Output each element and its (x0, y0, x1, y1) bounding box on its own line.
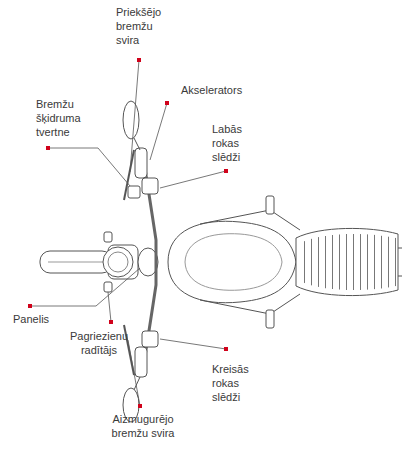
footpeg (266, 196, 274, 214)
leader-line (160, 171, 226, 188)
callout-dot (46, 146, 50, 150)
callout-dot (165, 101, 169, 105)
part-label: Bremžu šķidruma tvertne (36, 97, 100, 139)
front-fender (40, 251, 112, 273)
turn-indicator (104, 282, 112, 292)
part-label: Akselerators (181, 83, 242, 97)
leader-line (150, 103, 167, 160)
callout-dot (137, 58, 141, 62)
part-label: Kreisās rokas slēdži (212, 362, 258, 404)
left-switch (142, 331, 158, 347)
leader-line (108, 292, 111, 322)
leader-line (128, 340, 140, 406)
front-brake-lever (124, 150, 134, 200)
part-label: Pagriezienu radītājs (60, 329, 138, 357)
right-switch (142, 178, 158, 194)
leader-line (160, 339, 226, 349)
part-label: Labās rokas slēdži (212, 122, 256, 164)
brake-reservoir (128, 186, 140, 198)
part-label: Priekšējo bremžu svira (116, 5, 176, 47)
leader-line (130, 60, 139, 172)
callout-dot (109, 320, 113, 324)
callout-dot (224, 169, 228, 173)
footpeg (266, 310, 274, 328)
part-label: Panelis (13, 312, 49, 326)
callout-dot (224, 347, 228, 351)
callout-dot (138, 404, 142, 408)
seat (296, 228, 398, 295)
callout-dot (28, 304, 32, 308)
leader-line (48, 148, 130, 186)
turn-indicator (104, 232, 112, 242)
part-label: Aizmugurējo bremžu svira (104, 412, 182, 440)
fuel-tank (168, 221, 296, 302)
mirror (123, 101, 139, 139)
headlamp (103, 247, 133, 277)
right-grip (135, 148, 147, 178)
left-grip (135, 347, 147, 377)
leader-line (30, 268, 140, 306)
